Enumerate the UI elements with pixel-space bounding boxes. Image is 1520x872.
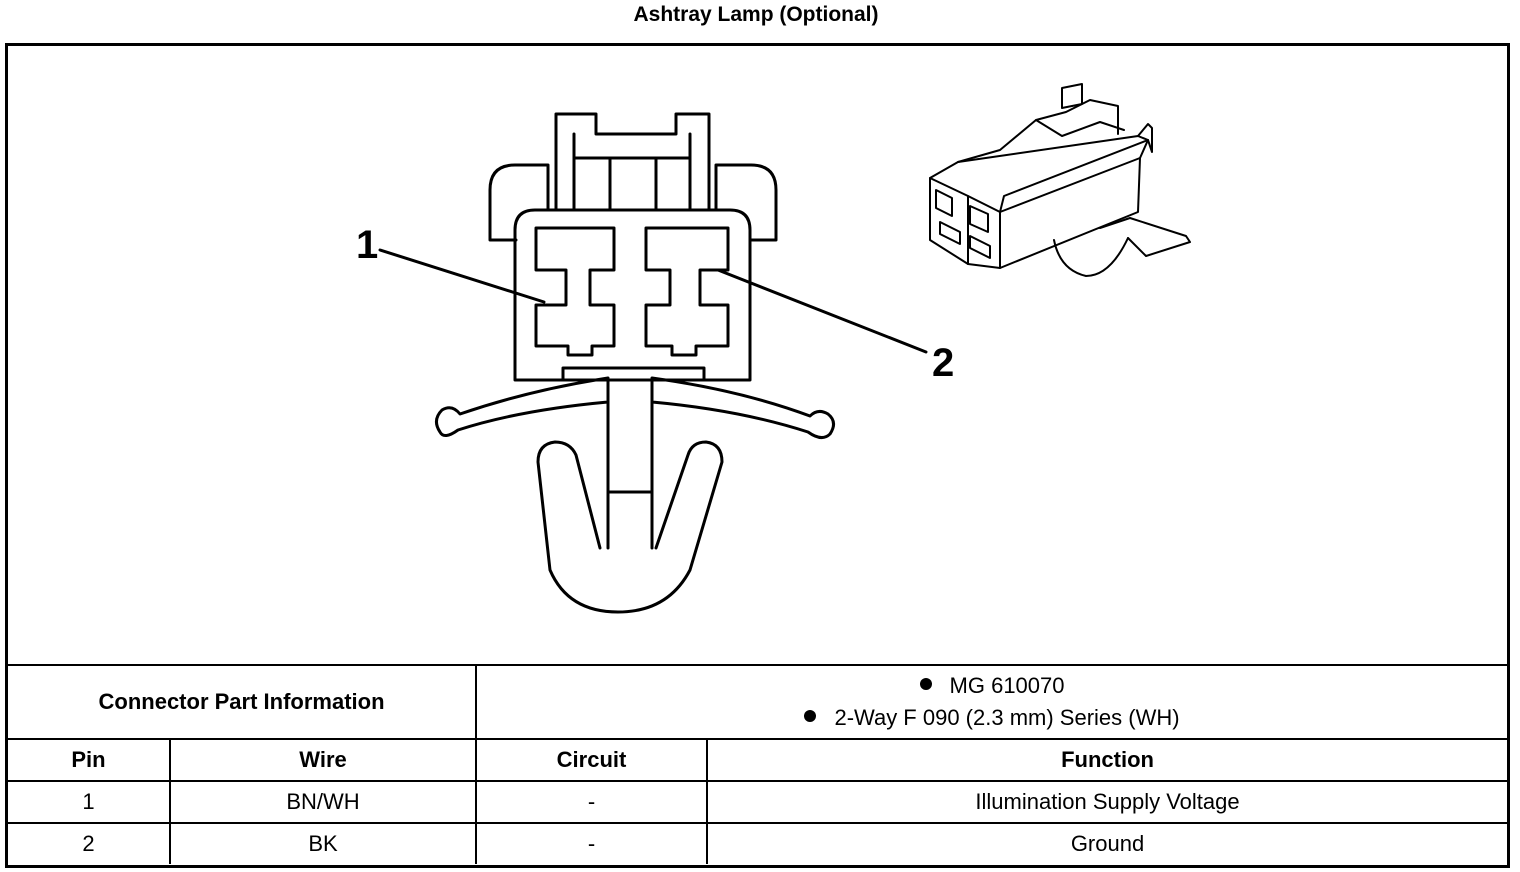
connector-isometric-view	[929, 83, 1191, 277]
table-row: 1 BN/WH - Illumination Supply Voltage	[8, 780, 1508, 824]
header-circuit: Circuit	[475, 738, 709, 782]
connector-info-table: Connector Part Information MG 610070 2-W…	[8, 664, 1508, 864]
table-header-row: Pin Wire Circuit Function	[8, 738, 1508, 782]
connector-right-ear	[714, 163, 778, 242]
page-title: Ashtray Lamp (Optional)	[633, 3, 879, 26]
mounting-clip-right-wing	[650, 376, 835, 439]
connector-housing	[513, 208, 752, 382]
part-info-list: MG 610070 2-Way F 090 (2.3 mm) Series (W…	[477, 670, 1507, 734]
mounting-clip-left-wing	[435, 376, 610, 437]
cell-pin: 1	[8, 780, 171, 824]
header-wire: Wire	[168, 738, 478, 782]
cell-circuit: -	[475, 822, 709, 864]
table-row: 2 BK - Ground	[8, 822, 1508, 864]
callout-line-1	[378, 248, 546, 304]
connector-latch	[554, 112, 711, 212]
cell-pin: 2	[8, 822, 171, 864]
part-info-item: 2-Way F 090 (2.3 mm) Series (WH)	[477, 702, 1507, 734]
cell-function: Ground	[706, 822, 1508, 864]
cell-wire: BN/WH	[168, 780, 478, 824]
callout-label-2: 2	[932, 341, 954, 385]
callout-line-2	[716, 268, 928, 354]
connector-diagram: 1 2	[8, 46, 1507, 664]
part-info-row: Connector Part Information MG 610070 2-W…	[8, 664, 1508, 740]
mounting-clip-stem	[606, 400, 654, 550]
header-function: Function	[706, 738, 1508, 782]
connector-frame: 1 2 Connector Part Information MG 610070…	[5, 43, 1510, 868]
pin-cavity-1	[534, 226, 616, 357]
cell-wire: BK	[168, 822, 478, 864]
bullet-icon	[804, 710, 817, 723]
callout-label-1: 1	[356, 223, 378, 267]
bullet-icon	[919, 678, 932, 691]
part-info-cell: MG 610070 2-Way F 090 (2.3 mm) Series (W…	[475, 664, 1508, 740]
part-info-item: MG 610070	[477, 670, 1507, 702]
header-pin: Pin	[8, 738, 171, 782]
cell-function: Illumination Supply Voltage	[706, 780, 1508, 824]
connector-lower-lip	[561, 366, 706, 382]
part-info-label: Connector Part Information	[8, 664, 478, 740]
cell-circuit: -	[475, 780, 709, 824]
mounting-clip-arrow	[536, 440, 724, 614]
pin-cavity-2	[644, 226, 730, 357]
connector-left-ear	[488, 163, 550, 242]
connector-drawing: 1 2	[356, 83, 1191, 614]
